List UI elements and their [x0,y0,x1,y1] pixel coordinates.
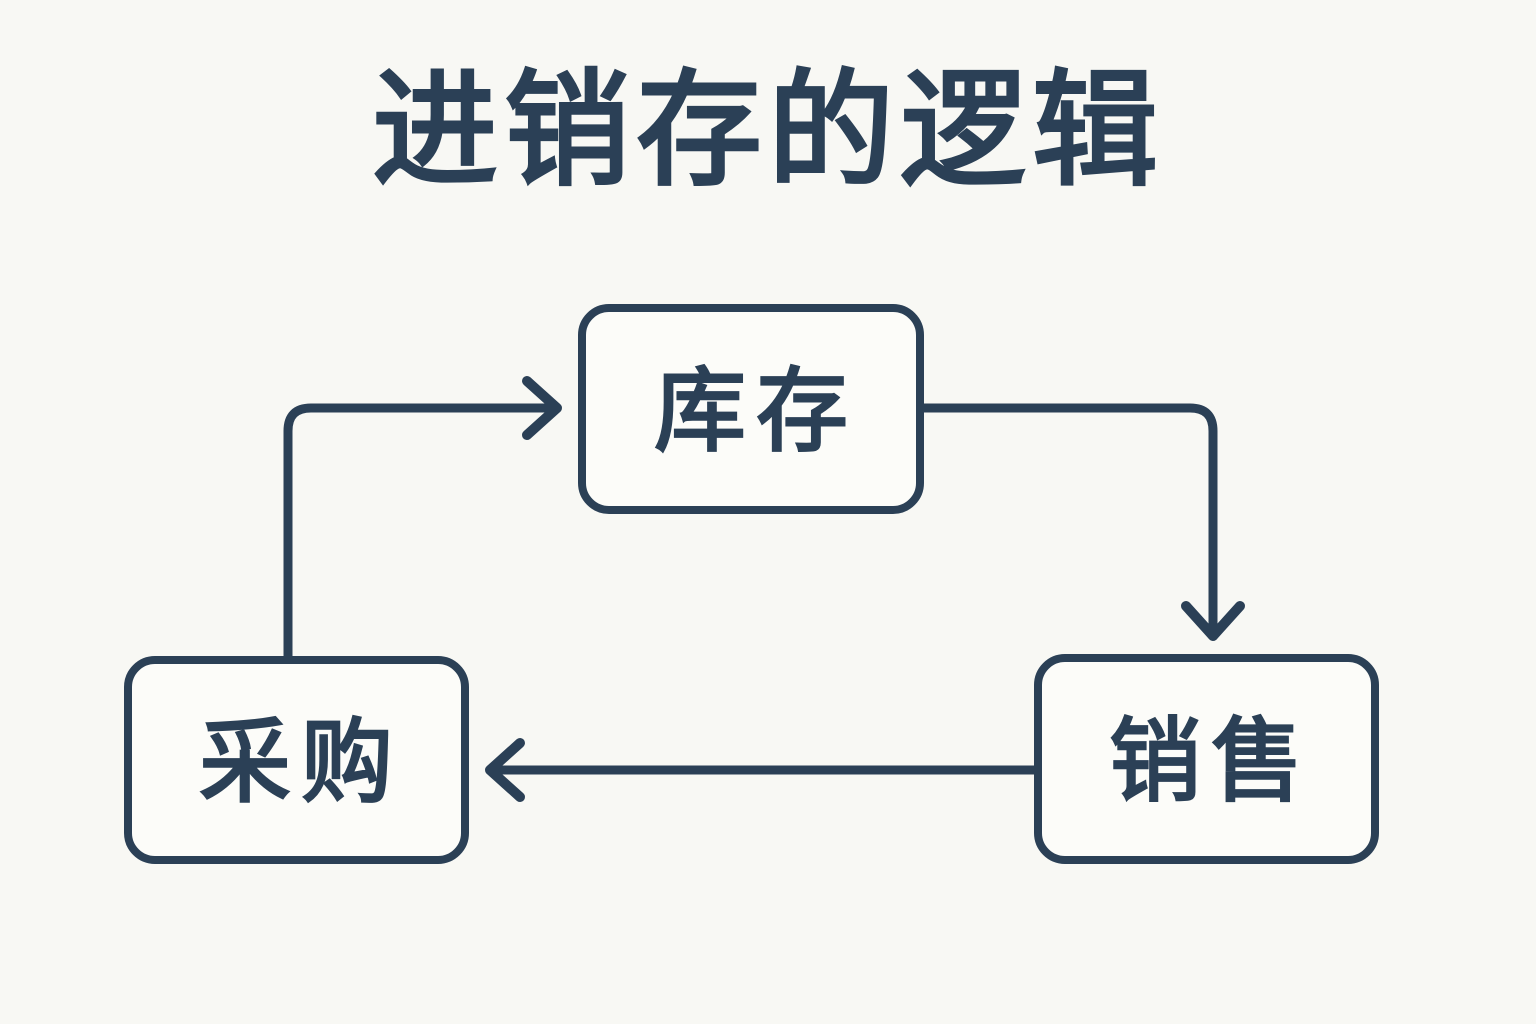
node-sales-label: 销售 [1109,711,1313,813]
node-sales: 销售 [1034,654,1379,864]
arrowhead-right-icon [522,376,562,440]
arrowhead-left-icon [485,738,525,802]
edge-sales-to-purchase [485,738,1043,802]
arrowhead-down-icon [1181,601,1245,641]
node-inventory: 库存 [578,304,924,514]
node-inventory-box [578,304,924,514]
edge-inventory-to-sales [915,403,1245,641]
node-purchase: 采购 [124,656,469,864]
node-purchase-label: 采购 [199,712,403,814]
node-sales-box [1034,654,1379,864]
edge-purchase-to-inventory-line [283,403,555,665]
page-title: 进销存的逻辑 [372,60,1164,201]
node-purchase-box [124,656,469,864]
edge-inventory-to-sales-line [915,403,1218,635]
node-inventory-label: 库存 [654,361,858,463]
edge-purchase-to-inventory [283,376,562,665]
